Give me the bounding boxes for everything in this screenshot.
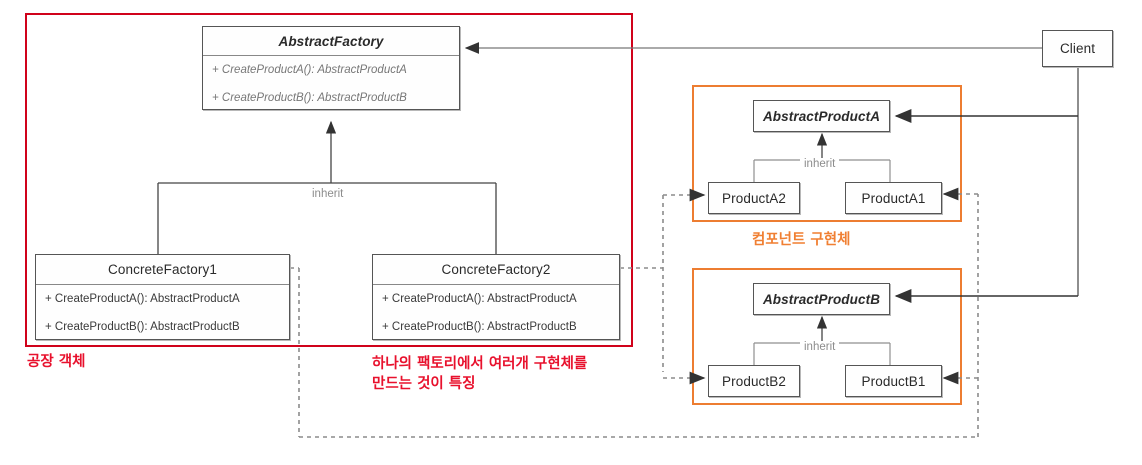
class-divider (203, 55, 459, 56)
class-product-b2[interactable]: ProductB2 (708, 365, 800, 397)
class-concrete-factory-2[interactable]: ConcreteFactory2 + CreateProductA(): Abs… (372, 254, 620, 340)
class-product-a2[interactable]: ProductA2 (708, 182, 800, 214)
class-product-a1[interactable]: ProductA1 (845, 182, 942, 214)
class-method: + CreateProductB(): AbstractProductB (212, 92, 407, 104)
class-title: AbstractProductB (762, 291, 881, 307)
class-concrete-factory-1[interactable]: ConcreteFactory1 + CreateProductA(): Abs… (35, 254, 290, 340)
class-title: ProductA2 (722, 190, 786, 206)
annotation-component-group: 컴포넌트 구현체 (752, 232, 851, 248)
class-method: + CreateProductA(): AbstractProductA (45, 293, 240, 305)
annotation-factory-note: 하나의 팩토리에서 여러개 구현체를 만드는 것이 특징 (372, 356, 588, 392)
class-abstract-product-a[interactable]: AbstractProductA (753, 100, 890, 132)
class-title: ProductA1 (861, 190, 926, 206)
edge-label-inherit-factory: inherit (308, 188, 348, 200)
class-client[interactable]: Client (1042, 30, 1113, 67)
factory-group-boundary (25, 13, 633, 347)
class-method: + CreateProductB(): AbstractProductB (45, 321, 240, 333)
class-title: AbstractFactory (278, 33, 384, 49)
class-title: ConcreteFactory1 (108, 262, 217, 277)
annotation-factory-group: 공장 객체 (27, 354, 86, 370)
class-divider (373, 284, 619, 285)
class-title: Client (1059, 41, 1096, 56)
class-product-b1[interactable]: ProductB1 (845, 365, 942, 397)
class-title: AbstractProductA (762, 108, 881, 124)
component-group-a-boundary (692, 85, 962, 222)
edge-label-inherit-product-b: inherit (800, 341, 840, 353)
class-title: ProductB2 (722, 373, 786, 389)
class-divider (36, 284, 289, 285)
class-method: + CreateProductB(): AbstractProductB (382, 321, 577, 333)
class-title: ProductB1 (861, 373, 926, 389)
class-method: + CreateProductA(): AbstractProductA (212, 64, 407, 76)
edge-label-inherit-product-a: inherit (800, 158, 840, 170)
class-abstract-product-b[interactable]: AbstractProductB (753, 283, 890, 315)
class-method: + CreateProductA(): AbstractProductA (382, 293, 577, 305)
component-group-b-boundary (692, 268, 962, 405)
class-title: ConcreteFactory2 (441, 262, 551, 277)
class-abstract-factory[interactable]: AbstractFactory + CreateProductA(): Abst… (202, 26, 460, 110)
